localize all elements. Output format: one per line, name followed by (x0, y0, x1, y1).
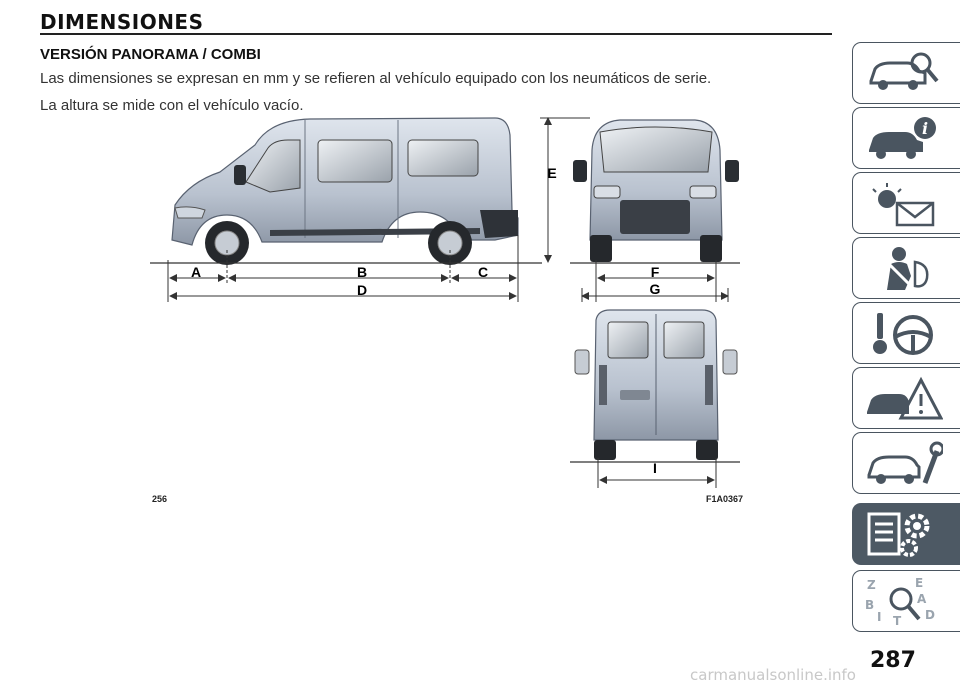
page-number: 287 (870, 648, 916, 673)
dim-label-a: A (191, 264, 201, 280)
tab-warning-lights[interactable] (852, 172, 960, 234)
tab-emergency[interactable] (852, 367, 960, 429)
car-key-icon (869, 52, 939, 90)
warning-light-message-icon (872, 183, 935, 227)
figure-code: F1A0367 (706, 494, 744, 504)
dim-label-i: I (653, 460, 657, 476)
van-front-view (573, 119, 739, 262)
svg-text:I: I (877, 610, 881, 624)
tab-safety[interactable] (852, 237, 960, 299)
key-steering-wheel-icon (873, 313, 933, 355)
tab-car-key[interactable] (852, 42, 960, 104)
car-warning-triangle-icon (867, 376, 943, 420)
page-title: DIMENSIONES (40, 10, 204, 34)
title-rule (40, 33, 832, 35)
dim-label-b: B (357, 264, 367, 280)
section-title: VERSIÓN PANORAMA / COMBI (40, 46, 261, 63)
dim-label-c: C (478, 264, 488, 280)
van-dimensions-drawing: A B C D E F G (150, 117, 740, 488)
tab-specifications[interactable] (852, 503, 960, 565)
van-rear-view (574, 309, 738, 460)
seatbelt-airbag-icon (887, 247, 929, 290)
specifications-gear-icon (867, 512, 930, 557)
dim-label-d: D (357, 282, 367, 298)
tab-starting-driving[interactable] (852, 302, 960, 364)
van-dimensions-figure: A B C D E F G (150, 110, 750, 505)
tab-maintenance[interactable] (852, 432, 960, 494)
watermark: carmanualsonline.info (690, 666, 856, 684)
svg-text:T: T (893, 614, 902, 627)
car-info-icon: i (869, 117, 936, 159)
svg-text:A: A (917, 592, 927, 606)
svg-text:Z: Z (867, 578, 876, 592)
paragraph: La altura se mide con el vehículo vacío. (40, 97, 304, 114)
svg-text:D: D (925, 608, 935, 622)
dim-label-g: G (650, 281, 661, 297)
car-wrench-icon (867, 441, 943, 484)
figure-number: 256 (152, 494, 168, 504)
svg-text:i: i (922, 119, 928, 138)
paragraph: Las dimensiones se expresan en mm y se r… (40, 70, 712, 87)
svg-text:E: E (915, 576, 923, 590)
svg-text:B: B (865, 598, 874, 612)
dim-label-f: F (651, 264, 660, 280)
dim-label-e: E (547, 165, 556, 181)
van-side-view (171, 117, 519, 265)
tab-car-info[interactable]: i (852, 107, 960, 169)
